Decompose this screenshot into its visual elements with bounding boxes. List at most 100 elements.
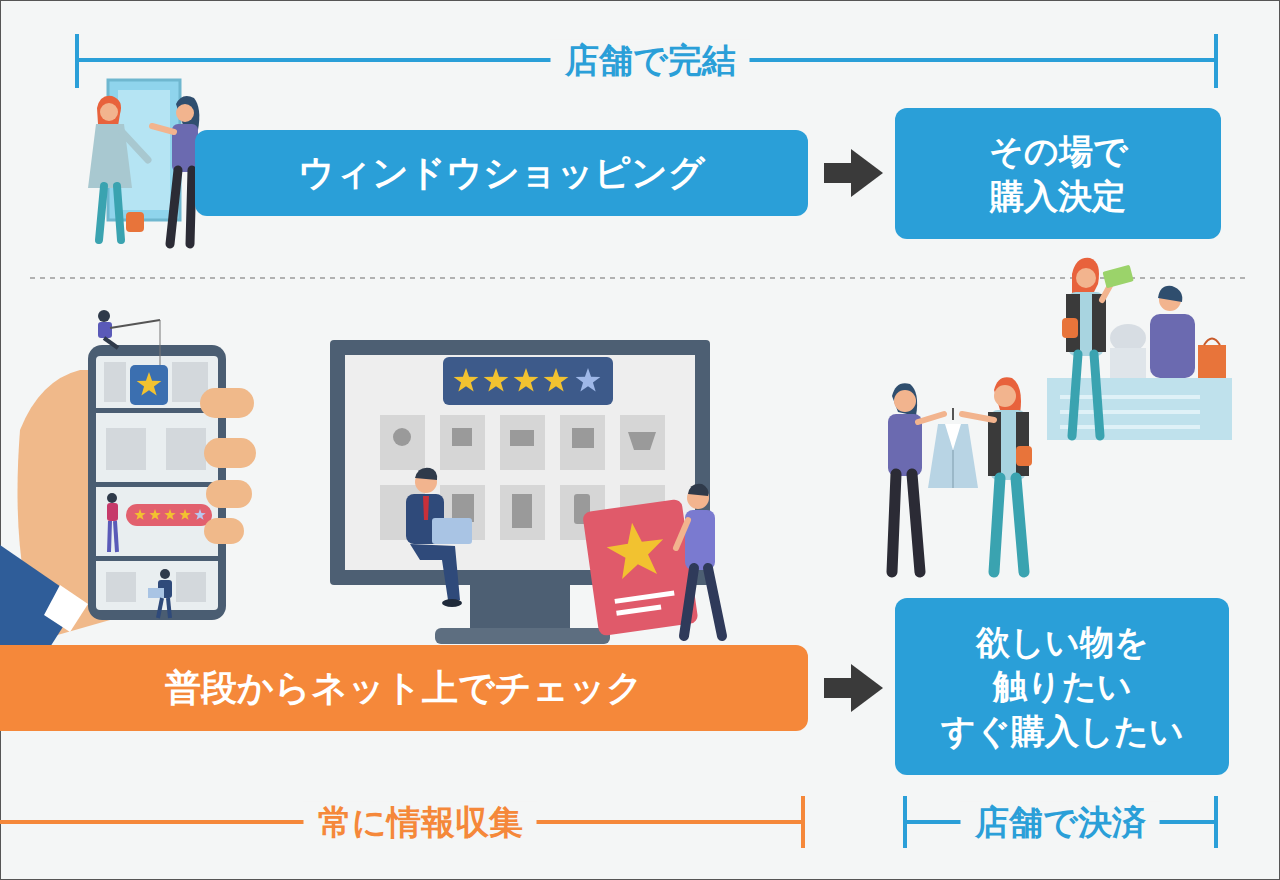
box-text: 普段からネット上でチェック bbox=[165, 665, 643, 712]
phone-in-hand-part bbox=[137, 372, 162, 396]
monitor-reviews-part-part bbox=[604, 519, 668, 581]
jacket-figures-part bbox=[952, 408, 954, 420]
jacket-figures-part bbox=[994, 385, 1016, 407]
phone-in-hand-part bbox=[104, 362, 126, 402]
checkout-counter-part bbox=[1062, 318, 1078, 338]
mirror-figures-part bbox=[190, 170, 192, 244]
mirror-figures-part bbox=[170, 170, 178, 244]
monitor-reviews-part-part bbox=[452, 428, 472, 446]
checkout-counter bbox=[1047, 258, 1232, 440]
monitor-reviews bbox=[330, 340, 722, 644]
checkout-counter-part bbox=[1110, 324, 1146, 352]
top-bracket-part bbox=[75, 58, 1218, 62]
phone-in-hand-part bbox=[96, 408, 218, 413]
monitor-reviews-part bbox=[676, 520, 688, 548]
process-box: ウィンドウショッピング bbox=[195, 130, 808, 216]
mirror-figures-part bbox=[126, 212, 144, 232]
bracket-label: 店舗で決済 bbox=[961, 802, 1160, 843]
monitor-reviews-part bbox=[330, 340, 710, 585]
phone-in-hand-part bbox=[176, 572, 206, 602]
monitor-reviews-part bbox=[684, 568, 694, 636]
phone-in-hand-part bbox=[148, 588, 164, 598]
monitor-reviews-part-part bbox=[560, 415, 605, 470]
mirror-figures-part bbox=[152, 126, 174, 132]
top-bracket bbox=[75, 34, 1218, 88]
phone-in-hand-part bbox=[110, 320, 160, 328]
box-text: ウィンドウショッピング bbox=[298, 150, 705, 197]
bottom-right-bracket-part bbox=[1214, 796, 1218, 848]
phone-in-hand-part bbox=[204, 518, 244, 544]
monitor-reviews-part-part bbox=[500, 485, 545, 540]
monitor-reviews-part bbox=[435, 628, 610, 644]
process-box: 普段からネット上でチェック bbox=[0, 645, 808, 731]
phone-in-hand-part bbox=[168, 598, 170, 618]
monitor-reviews-part bbox=[443, 357, 613, 405]
phone-in-hand-part bbox=[98, 322, 112, 338]
process-box: 欲しい物を 触りたい すぐ購入したい bbox=[895, 598, 1229, 775]
mirror-figures-part bbox=[99, 186, 104, 240]
monitor-reviews-part bbox=[415, 468, 437, 480]
phone-in-hand-part bbox=[109, 521, 110, 552]
phone-in-hand-part bbox=[130, 365, 168, 405]
bottom-left-bracket bbox=[0, 796, 805, 848]
jacket-figures-part bbox=[945, 424, 961, 450]
monitor-reviews-part-part bbox=[452, 494, 474, 522]
bottom-right-bracket-part bbox=[903, 820, 1218, 824]
phone-in-hand-part bbox=[107, 503, 118, 521]
monitor-reviews-part-part bbox=[393, 428, 411, 446]
phone-in-hand-part bbox=[106, 572, 136, 602]
checkout-counter-part bbox=[1060, 425, 1200, 429]
monitor-reviews-part-part bbox=[628, 432, 656, 450]
monitor-reviews-part bbox=[484, 368, 509, 392]
checkout-counter-part bbox=[1110, 348, 1146, 378]
bracket-label: 常に情報収集 bbox=[304, 802, 537, 843]
jacket-figures-part bbox=[962, 414, 994, 420]
bottom-right-bracket bbox=[903, 796, 1218, 848]
monitor-reviews-part-part bbox=[616, 605, 661, 616]
mirror-figures-part bbox=[122, 132, 148, 160]
monitor-reviews-part bbox=[442, 599, 462, 607]
checkout-counter-part bbox=[1198, 345, 1226, 378]
phone-in-hand-part bbox=[115, 521, 117, 552]
phone-in-hand-part bbox=[98, 310, 110, 322]
phone-in-hand-part bbox=[206, 480, 252, 508]
top-bracket-part bbox=[75, 34, 79, 88]
jacket-figures-part bbox=[1016, 412, 1029, 476]
checkout-counter-part bbox=[1060, 410, 1200, 414]
monitor-reviews-part-part bbox=[572, 428, 594, 448]
top-bracket-part bbox=[1214, 34, 1218, 88]
monitor-reviews-part bbox=[708, 568, 722, 636]
jacket-figures-part bbox=[918, 414, 944, 422]
process-box: その場で 購入決定 bbox=[895, 108, 1221, 239]
monitor-reviews-part bbox=[454, 368, 479, 392]
flow-arrow bbox=[824, 678, 851, 698]
mirror-figures-part bbox=[97, 96, 121, 126]
phone-in-hand-part bbox=[194, 509, 205, 520]
checkout-counter-part bbox=[1076, 268, 1096, 288]
phone-in-hand-part bbox=[126, 504, 212, 526]
monitor-reviews-part-part bbox=[614, 591, 674, 604]
checkout-counter-part bbox=[1094, 354, 1100, 436]
dashed-divider bbox=[30, 277, 1250, 279]
phone-in-hand-part bbox=[204, 438, 256, 468]
checkout-counter-part bbox=[1204, 339, 1220, 346]
jacket-figures-part bbox=[1016, 478, 1024, 572]
monitor-reviews-part-part bbox=[512, 494, 532, 528]
phone-in-hand-part bbox=[96, 482, 218, 487]
monitor-reviews-part bbox=[688, 484, 708, 496]
jacket-figures-part bbox=[894, 390, 916, 412]
monitor-reviews-part bbox=[514, 368, 539, 392]
bottom-left-bracket-part bbox=[801, 796, 805, 848]
phone-in-hand-part bbox=[160, 569, 170, 579]
phone-in-hand-part bbox=[200, 388, 254, 418]
checkout-counter-part bbox=[1150, 314, 1195, 378]
jacket-figures-part bbox=[892, 383, 917, 416]
checkout-counter-part bbox=[1102, 265, 1133, 289]
bottom-right-bracket-part bbox=[903, 796, 907, 848]
jacket-figures-part bbox=[912, 474, 920, 572]
mirror-figures-part bbox=[176, 104, 194, 122]
